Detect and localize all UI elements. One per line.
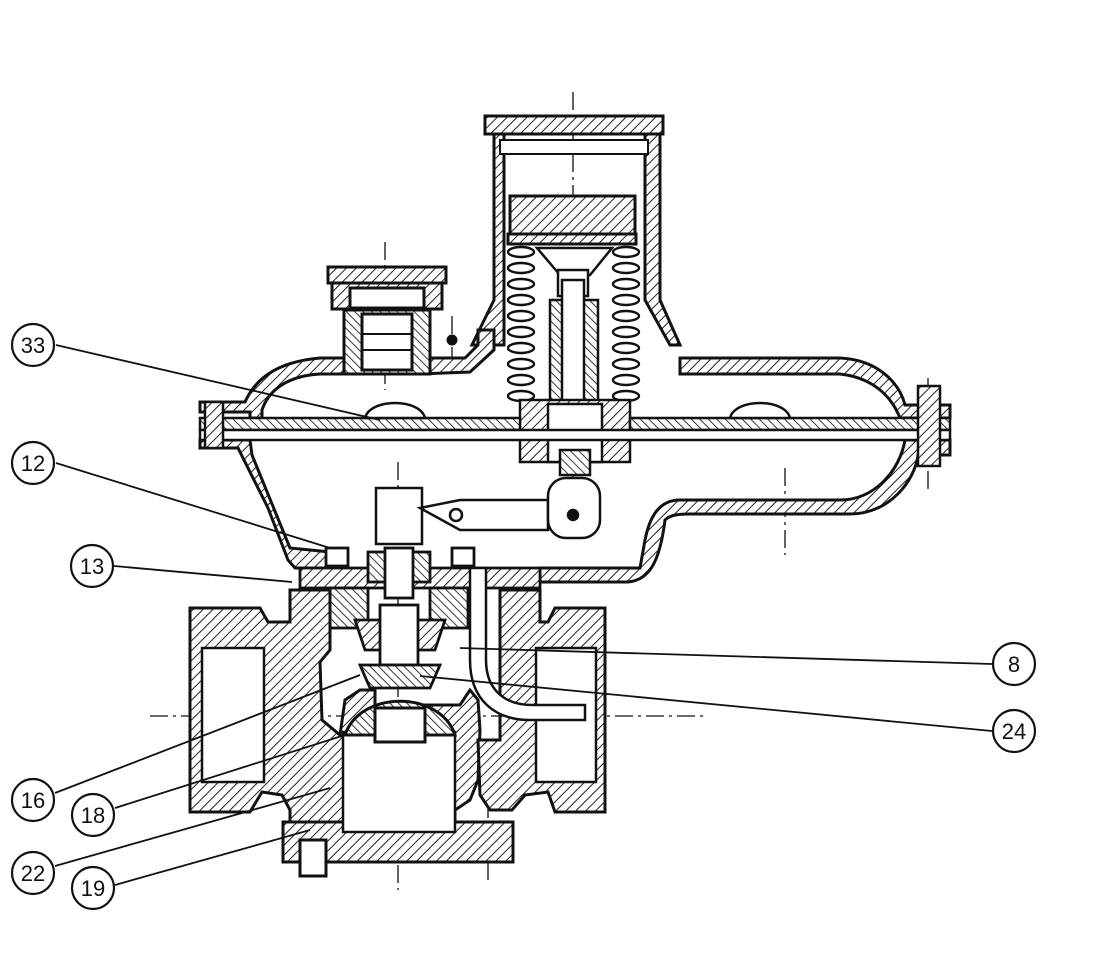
upper-housing — [198, 328, 952, 584]
svg-text:19: 19 — [81, 876, 105, 901]
impulse-tube — [468, 566, 587, 722]
callout-33: 33 — [10, 322, 56, 368]
callout-19: 19 — [70, 865, 116, 911]
svg-text:22: 22 — [21, 861, 45, 886]
callout-13: 13 — [69, 543, 115, 589]
lever-linkage — [374, 476, 602, 546]
svg-text:12: 12 — [21, 451, 45, 476]
callout-8: 8 — [991, 641, 1037, 687]
svg-text:8: 8 — [1008, 652, 1020, 677]
leader-lines — [54, 344, 993, 886]
svg-text:16: 16 — [21, 788, 45, 813]
svg-text:18: 18 — [81, 803, 105, 828]
vent-cap — [326, 265, 458, 376]
callout-24: 24 — [991, 708, 1037, 754]
callout-18: 18 — [70, 792, 116, 838]
callout-22: 22 — [10, 850, 56, 896]
callout-12: 12 — [10, 440, 56, 486]
svg-text:13: 13 — [80, 554, 104, 579]
spring-bonnet — [469, 114, 683, 347]
callout-16: 16 — [10, 777, 56, 823]
svg-text:33: 33 — [21, 333, 45, 358]
svg-text:24: 24 — [1002, 719, 1026, 744]
adjusting-spring — [506, 245, 641, 403]
diaphragm-plate — [198, 384, 952, 468]
body — [188, 588, 607, 878]
